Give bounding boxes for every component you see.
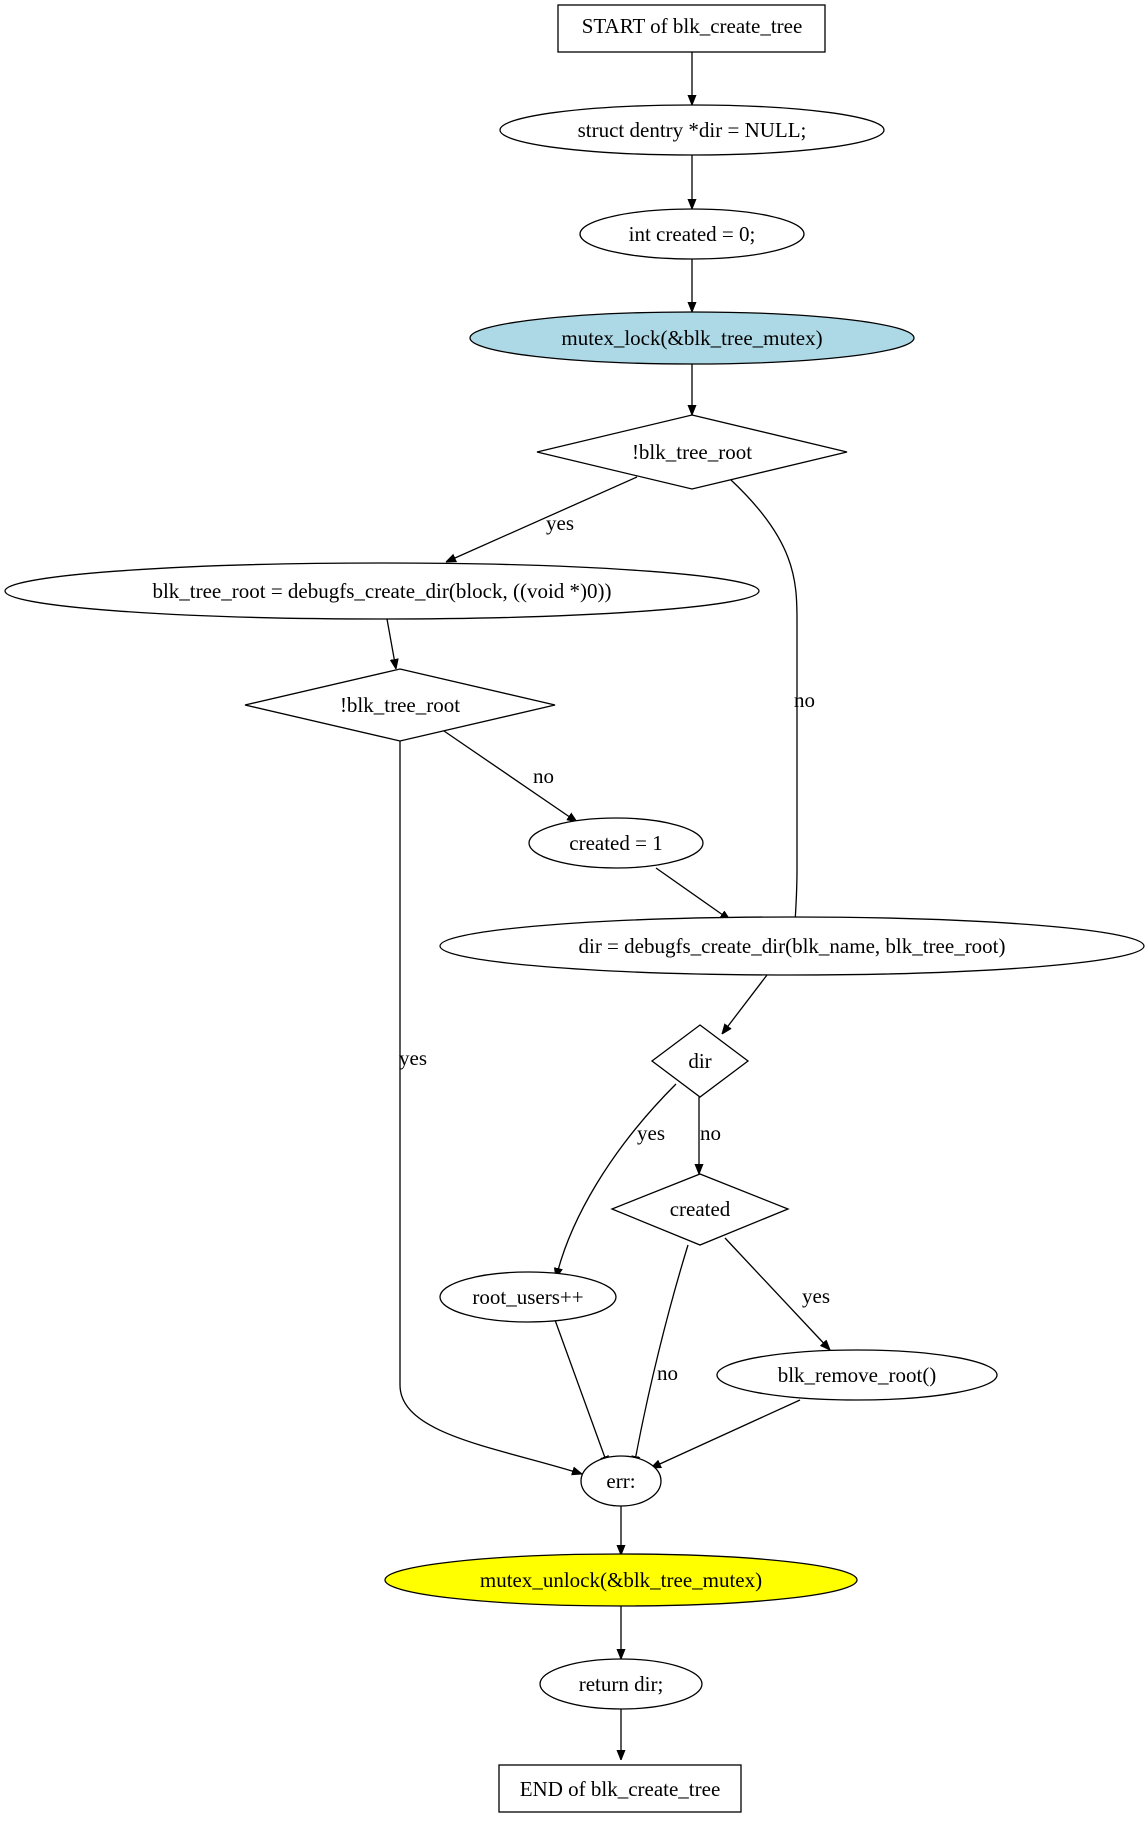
node-err-label: err:: [606, 1469, 635, 1493]
edge-label-check-root-1-yes: yes: [546, 511, 574, 535]
edge-label-check-dir-yes: yes: [637, 1121, 665, 1145]
nodes: START of blk_create_tree struct dentry *…: [4, 4, 1145, 1813]
node-create-root-label: blk_tree_root = debugfs_create_dir(block…: [152, 579, 611, 603]
edge-remove-root-to-err: [651, 1399, 801, 1469]
edge-label-check-dir-no: no: [700, 1121, 721, 1145]
node-check-root-2: !blk_tree_root: [244, 668, 556, 742]
edge-check-created-no: [634, 1244, 689, 1466]
edge-check-root-1-no: [730, 479, 797, 945]
node-root-users: root_users++: [439, 1271, 617, 1323]
node-return-dir: return dir;: [539, 1658, 703, 1710]
node-create-root: blk_tree_root = debugfs_create_dir(block…: [4, 562, 760, 620]
edges: [386, 52, 830, 1760]
node-decl-dir-label: struct dentry *dir = NULL;: [578, 118, 807, 142]
node-check-root-1-label: !blk_tree_root: [632, 440, 752, 464]
node-remove-root-label: blk_remove_root(): [778, 1363, 937, 1387]
node-check-created: created: [610, 1173, 790, 1246]
node-create-dir: dir = debugfs_create_dir(blk_name, blk_t…: [439, 916, 1145, 976]
edge-check-root-2-yes: [399, 741, 582, 1474]
node-remove-root: blk_remove_root(): [716, 1349, 998, 1401]
edge-check-dir-yes: [556, 1083, 677, 1278]
edge-label-check-root-2-yes: yes: [399, 1046, 427, 1070]
node-check-dir: dir: [650, 1024, 750, 1098]
node-set-created: created = 1: [528, 817, 704, 869]
node-check-created-label: created: [670, 1197, 731, 1221]
node-create-dir-label: dir = debugfs_create_dir(blk_name, blk_t…: [578, 934, 1005, 958]
node-end: END of blk_create_tree: [498, 1764, 742, 1813]
edge-create-root-to-check-root-2: [386, 618, 396, 669]
node-unlock: mutex_unlock(&blk_tree_mutex): [384, 1553, 858, 1607]
node-check-root-1: !blk_tree_root: [536, 414, 848, 490]
edge-label-check-created-no: no: [657, 1361, 678, 1385]
edge-label-check-root-1-no: no: [794, 688, 815, 712]
node-decl-created: int created = 0;: [579, 208, 805, 260]
edge-root-users-to-err: [554, 1319, 608, 1466]
node-unlock-label: mutex_unlock(&blk_tree_mutex): [480, 1568, 762, 1592]
node-check-dir-label: dir: [688, 1049, 711, 1073]
edge-create-dir-to-check-dir: [722, 974, 768, 1034]
node-return-dir-label: return dir;: [579, 1672, 664, 1696]
edge-labels: yes no no yes yes no yes no: [399, 511, 830, 1385]
edge-check-root-2-no: [443, 730, 577, 822]
edge-set-created-to-create-dir: [655, 867, 730, 920]
node-err: err:: [580, 1455, 662, 1507]
node-start-label: START of blk_create_tree: [582, 14, 803, 38]
node-lock-label: mutex_lock(&blk_tree_mutex): [561, 326, 822, 350]
edge-label-check-root-2-no: no: [533, 764, 554, 788]
node-decl-dir: struct dentry *dir = NULL;: [499, 104, 885, 156]
node-lock: mutex_lock(&blk_tree_mutex): [469, 311, 915, 365]
node-check-root-2-label: !blk_tree_root: [340, 693, 460, 717]
edge-label-check-created-yes: yes: [802, 1284, 830, 1308]
node-end-label: END of blk_create_tree: [520, 1777, 721, 1801]
node-decl-created-label: int created = 0;: [629, 222, 756, 246]
node-root-users-label: root_users++: [472, 1285, 583, 1309]
node-set-created-label: created = 1: [569, 831, 662, 855]
edge-check-created-yes: [724, 1237, 830, 1350]
node-start: START of blk_create_tree: [557, 4, 826, 53]
edge-check-root-1-yes: [446, 476, 638, 563]
